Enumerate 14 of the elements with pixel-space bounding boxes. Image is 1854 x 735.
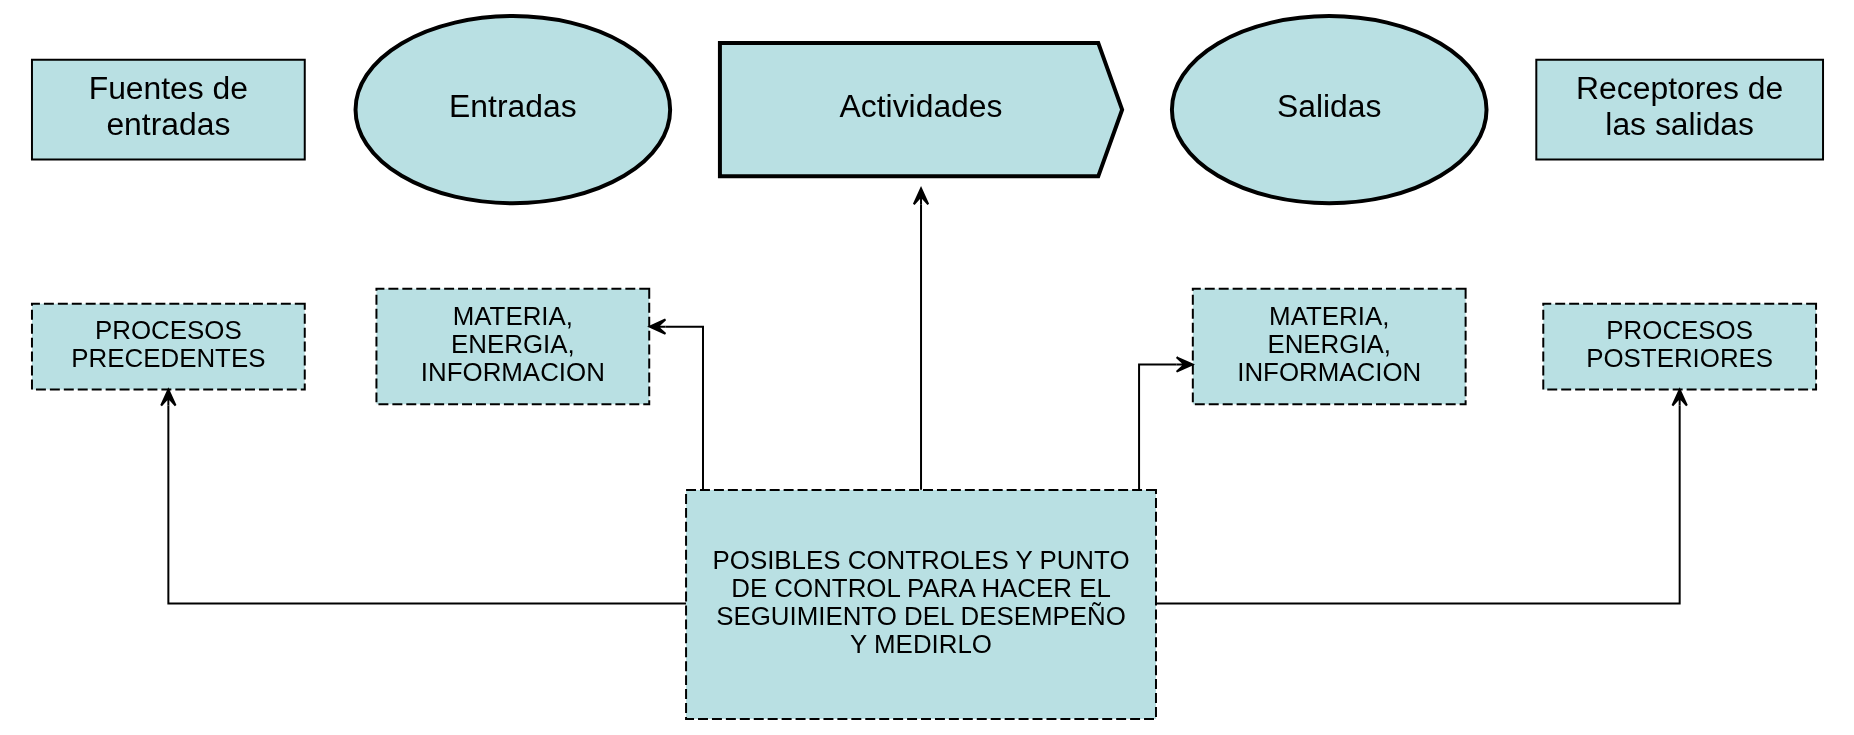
arrow bbox=[1137, 356, 1194, 491]
arrow bbox=[648, 318, 704, 491]
node-box: PROCESOS PRECEDENTES bbox=[30, 302, 306, 391]
node-box: MATERIA, ENERGIA, INFORMACION bbox=[374, 287, 650, 406]
arrow bbox=[912, 187, 929, 491]
node-box: MATERIA, ENERGIA, INFORMACION bbox=[1191, 287, 1467, 406]
node-box: PROCESOS POSTERIORES bbox=[1541, 302, 1817, 391]
node-ellipse: Salidas bbox=[1169, 14, 1488, 206]
node-box: Receptores de las salidas bbox=[1534, 58, 1824, 161]
arrow bbox=[1154, 388, 1688, 605]
arrow bbox=[159, 388, 687, 605]
node-ellipse: Entradas bbox=[353, 14, 672, 206]
node-box: Fuentes de entradas bbox=[30, 58, 306, 161]
node-box: POSIBLES CONTROLES Y PUNTO DE CONTROL PARA HACER EL SEGUIMIENTO DEL DESEMPEÑO Y MEDIRLO bbox=[684, 488, 1157, 720]
